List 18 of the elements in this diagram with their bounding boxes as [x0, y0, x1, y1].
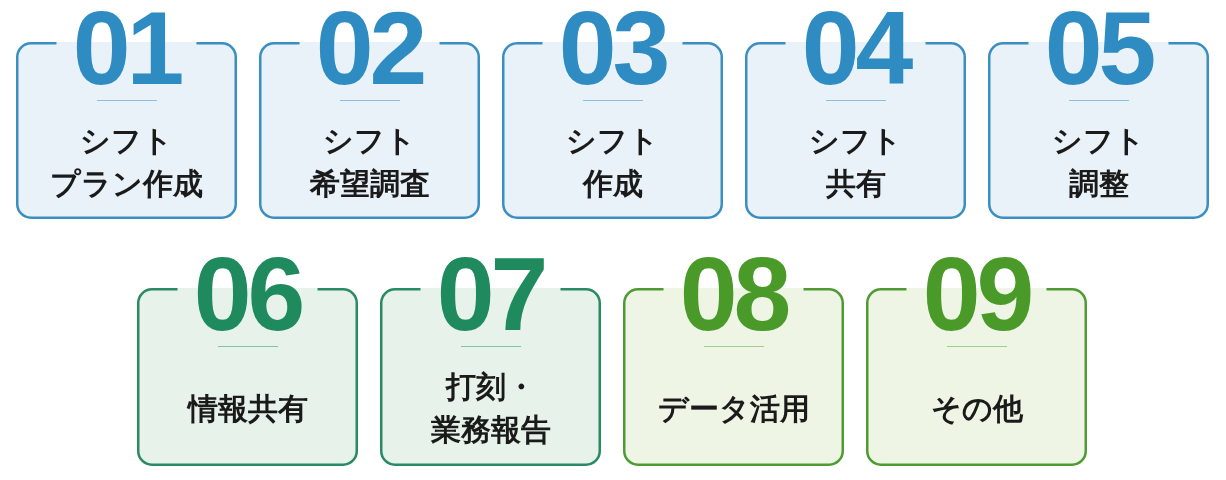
step-number: 09: [922, 254, 1031, 334]
step-number: 01: [72, 8, 181, 88]
step-number: 06: [193, 254, 302, 334]
step-number: 02: [315, 8, 424, 88]
step-number: 08: [679, 254, 788, 334]
card-label: シフトプラン作成: [50, 121, 203, 203]
step-number: 03: [558, 8, 667, 88]
step-number: 04: [801, 8, 910, 88]
card-label: シフト希望調査: [309, 121, 430, 203]
card-label: その他: [930, 389, 1023, 428]
card-label: データ活用: [657, 389, 810, 428]
step-number: 05: [1044, 8, 1153, 88]
card-label: 打刻・業務報告: [430, 368, 551, 449]
card-label: シフト共有: [809, 121, 902, 203]
card-label: シフト調整: [1052, 121, 1145, 203]
card-label: シフト作成: [566, 121, 659, 203]
step-number: 07: [436, 254, 545, 334]
card-label: 情報共有: [187, 389, 308, 428]
